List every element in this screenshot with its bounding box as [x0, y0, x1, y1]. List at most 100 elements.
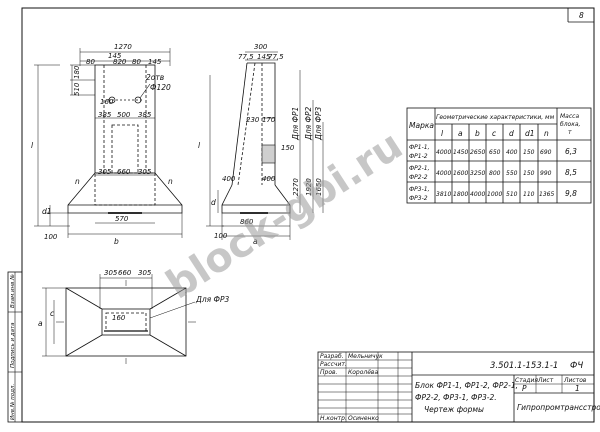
stamp-name-1: Мельничук: [348, 353, 383, 360]
dim-side-170: 170: [262, 116, 276, 124]
label-front-b: b: [114, 237, 119, 246]
dim-side-150: 150: [281, 144, 295, 152]
plan-view-dimensions: 305 660 305 160 Для ФР3 a c: [38, 269, 230, 328]
dim-front-80b: 80: [132, 58, 141, 66]
table-row3-mark1: ФР3-1,: [409, 186, 430, 193]
table-row2-l: 4000: [436, 170, 451, 177]
label-for-fr3-plan: Для ФР3: [195, 295, 230, 304]
plan-view: [42, 274, 196, 364]
dim-plan-305a: 305: [104, 269, 118, 277]
dim-side-77-5a: 77,5: [238, 53, 254, 61]
stamp-stage: Р: [522, 384, 527, 393]
label-plan-a: a: [38, 319, 43, 328]
margin-replace: Взам.инв.№: [10, 274, 16, 308]
dim-front-385: 385: [98, 111, 112, 119]
table-col-d1: d1: [525, 129, 535, 138]
table-col-l: l: [441, 129, 444, 138]
dim-front-1270: 1270: [114, 43, 132, 51]
label-front-n2: n: [168, 177, 173, 186]
table-row3-a: 1800: [453, 191, 468, 198]
label-for-fr3: Для ФР3: [314, 106, 323, 141]
front-view: [34, 48, 183, 238]
table-row3-d1: 110: [523, 191, 535, 198]
dim-side-2270: 2270: [292, 178, 300, 196]
label-hole-diameter: Ф120: [150, 83, 171, 92]
table-header-mass3: т: [568, 129, 572, 136]
dim-side-1650: 1650: [315, 178, 323, 196]
label-hole-count: 2отв: [146, 73, 164, 82]
dim-plan-305b: 305: [138, 269, 152, 277]
table-col-d: d: [509, 129, 514, 138]
page-number: 8: [579, 11, 584, 20]
table-header-geom: Геометрические характеристики, мм: [436, 114, 555, 121]
dim-side-145: 145: [257, 53, 271, 61]
front-view-dimensions: 1270 145 80 820 80 145 180 510 160 385 5…: [31, 43, 173, 246]
table-row1-c: 650: [489, 149, 501, 156]
label-plan-c: c: [50, 309, 55, 318]
side-view-dimensions: 300 77,5 145 77,5 230 170 150 400 400 22…: [198, 43, 323, 246]
table-col-n: n: [544, 129, 549, 138]
table-row2-b: 3250: [470, 170, 485, 177]
label-side-l: l: [198, 141, 201, 150]
dim-side-77-5b: 77,5: [268, 53, 284, 61]
table-row3-d: 510: [506, 191, 518, 198]
label-for-fr1: Для ФР1: [291, 107, 300, 141]
table-row1-d1: 150: [523, 149, 535, 156]
stamp-desc-2: ФР2-2, ФР3-1, ФР3-2.: [415, 393, 497, 402]
dim-side-1920: 1920: [305, 178, 313, 196]
label-side-a: a: [253, 237, 258, 246]
table-row1-mark1: ФР1-1,: [409, 144, 430, 151]
dim-front-820: 820: [113, 58, 127, 66]
stamp-role-1: Разраб.: [320, 353, 344, 360]
label-for-fr2: Для ФР2: [304, 106, 313, 141]
table-row2-mass: 8,5: [565, 168, 577, 177]
table-header-mark: Марка: [409, 121, 434, 130]
spec-table-text: Марка Геометрические характеристики, мм …: [409, 113, 581, 202]
stamp-sheets: 1: [575, 384, 580, 393]
table-col-c: c: [492, 129, 497, 138]
table-row3-c: 1000: [487, 191, 502, 198]
label-front-l: l: [31, 141, 34, 150]
table-row2-d1: 150: [523, 170, 535, 177]
table-row2-n: 990: [540, 170, 552, 177]
dim-side-100: 100: [214, 232, 228, 240]
dim-side-400a: 400: [222, 175, 236, 183]
spec-table: [406, 107, 592, 204]
dim-front-500: 500: [117, 111, 131, 119]
sheet-frame: [21, 7, 595, 423]
stamp-desc-1: Блок ФР1-1, ФР1-2, ФР2-1,: [415, 381, 518, 390]
table-row3-l: 3810: [436, 191, 451, 198]
dim-side-400b: 400: [262, 175, 276, 183]
margin-inv: Инв.№ подл.: [10, 384, 16, 420]
stamp-desc-3: Чертеж формы: [424, 405, 484, 414]
stamp-code: 3.501.1-153.1-1: [490, 361, 558, 371]
table-header-mass2: блока,: [560, 121, 581, 128]
stamp-role-2: Рассчит.: [320, 361, 347, 368]
table-row1-n: 690: [540, 149, 552, 156]
dim-side-860: 860: [240, 218, 254, 226]
title-block: [317, 351, 595, 423]
dim-front-145: 145: [148, 58, 162, 66]
table-row1-a: 1450: [453, 149, 468, 156]
table-row3-b: 4000: [470, 191, 485, 198]
dim-front-180: 180: [73, 65, 81, 79]
stamp-name-5: Осиненко: [348, 415, 379, 422]
stamp-role-3: Пров.: [320, 369, 338, 376]
table-row3-mark2: ФР3-2: [409, 195, 428, 202]
margin-sign: Подпись и дата: [10, 322, 16, 368]
dim-front-660: 660: [117, 168, 131, 176]
table-row1-d: 400: [506, 149, 518, 156]
stamp-name-3: Королёва: [348, 369, 378, 376]
dim-front-100: 100: [44, 233, 58, 241]
table-row1-b: 2650: [470, 149, 485, 156]
dim-front-305b: 305: [138, 168, 152, 176]
dim-front-570: 570: [115, 215, 129, 223]
dim-plan-160: 160: [112, 314, 126, 322]
side-view: [206, 51, 324, 240]
binding-strip: Инв.№ подл. Подпись и дата Взам.инв.№: [7, 271, 23, 423]
table-header-mass: Масса: [560, 113, 579, 120]
dim-front-510: 510: [73, 82, 81, 96]
label-side-d: d: [211, 198, 216, 207]
title-block-text: Разраб. Мельничук Рассчит. Пров. Королёв…: [320, 353, 600, 422]
